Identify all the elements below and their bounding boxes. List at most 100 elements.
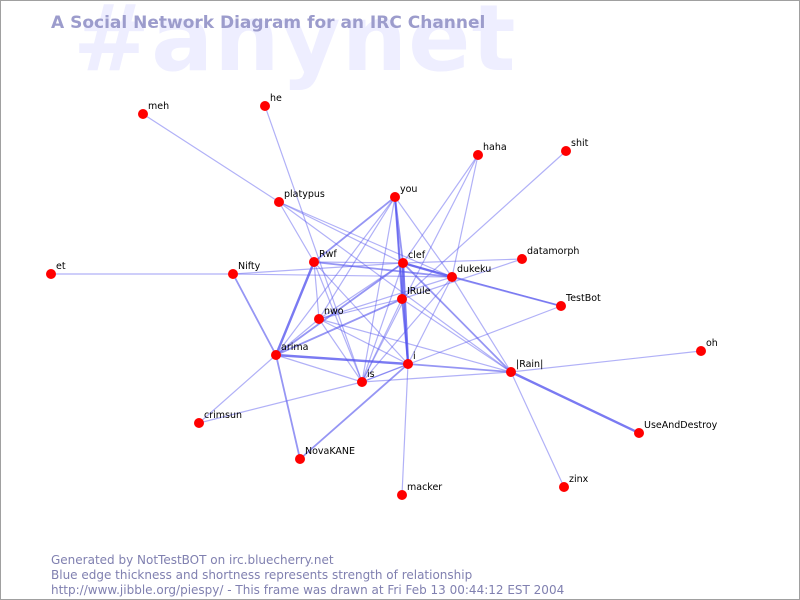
edge-clef-rain	[402, 262, 512, 373]
node-label-rwf: Rwf	[319, 249, 337, 260]
node-dot-shit	[561, 146, 571, 156]
node-dot-irule	[397, 294, 407, 304]
edge-rain-zinx	[510, 371, 565, 488]
edge-arima-is	[275, 354, 363, 383]
node-label-useanddestroy: UseAndDestroy	[644, 420, 718, 431]
node-label-nwo: nwo	[324, 306, 344, 317]
edge-layer	[50, 105, 702, 496]
edge-nifty-dukeku	[232, 273, 453, 278]
node-nwo: nwo	[314, 306, 344, 324]
node-label-crimsun: crimsun	[204, 410, 242, 421]
node-label-he: he	[270, 93, 282, 104]
node-dot-meh	[138, 109, 148, 119]
node-nifty: Nifty	[228, 261, 261, 279]
channel-watermark: #anynet	[73, 0, 517, 92]
edge-irule-rain	[401, 298, 512, 373]
node-irule: IRule	[397, 286, 431, 304]
node-label-rain: |Rain|	[516, 359, 543, 370]
edge-you-arima	[275, 196, 396, 356]
node-dukeku: dukeku	[447, 264, 491, 282]
node-label-datamorph: datamorph	[527, 246, 579, 257]
node-dot-platypus	[274, 197, 284, 207]
node-platypus: platypus	[274, 189, 325, 207]
edge-dukeku-i	[407, 276, 453, 365]
node-label-shit: shit	[571, 138, 589, 149]
node-useanddestroy: UseAndDestroy	[634, 420, 718, 438]
node-is: is	[357, 369, 375, 387]
node-you: you	[390, 184, 417, 202]
node-label-arima: arima	[281, 342, 308, 353]
edge-you-dukeku	[394, 196, 453, 278]
node-dot-nwo	[314, 314, 324, 324]
edge-rwf-nwo	[313, 261, 320, 320]
edge-platypus-dukeku	[278, 201, 453, 278]
node-dot-is	[357, 377, 367, 387]
edge-haha-clef	[402, 154, 479, 264]
edge-meh-platypus	[142, 113, 280, 203]
node-oh: oh	[696, 338, 718, 356]
node-dot-haha	[473, 150, 483, 160]
node-label-zinx: zinx	[569, 474, 589, 485]
node-dot-rain	[506, 367, 516, 377]
node-arima: arima	[271, 342, 308, 360]
edge-rain-oh	[510, 350, 702, 373]
edge-nwo-arima	[275, 318, 320, 356]
edge-clef-nwo	[318, 262, 404, 320]
node-rwf: Rwf	[309, 249, 337, 267]
node-dot-you	[390, 192, 400, 202]
node-label-you: you	[400, 184, 417, 195]
edge-rwf-clef	[313, 261, 404, 264]
node-dot-clef	[398, 258, 408, 268]
edge-arima-i	[274, 353, 410, 366]
edge-i-is	[361, 363, 409, 383]
node-label-dukeku: dukeku	[457, 264, 491, 275]
edge-nwo-rain	[318, 318, 512, 373]
node-dot-et	[46, 269, 56, 279]
edge-nwo-is	[318, 318, 363, 383]
edge-platypus-clef	[278, 201, 404, 264]
node-label-meh: meh	[148, 101, 169, 112]
edge-you-is	[361, 196, 396, 383]
edge-he-is	[264, 105, 363, 383]
edge-rwf-dukeku	[313, 261, 453, 278]
node-label-oh: oh	[706, 338, 718, 349]
edge-dukeku-nwo	[318, 276, 453, 320]
edge-i-rain	[407, 363, 512, 373]
node-he: he	[260, 93, 282, 111]
edge-irule-i	[401, 298, 409, 365]
edge-dukeku-is	[361, 276, 453, 383]
node-label-clef: clef	[408, 250, 426, 261]
edge-platypus-rain	[278, 201, 512, 373]
node-label-nifty: Nifty	[238, 261, 261, 272]
edge-shit-irule	[401, 150, 567, 300]
edge-you-rwf	[313, 196, 396, 263]
node-dot-dukeku	[447, 272, 457, 282]
edge-rain-useanddestroy	[509, 370, 641, 435]
edge-irule-nwo	[318, 298, 403, 320]
edge-clef-arima	[275, 262, 404, 356]
edge-irule-arima	[275, 298, 403, 356]
node-label-novakane: NovaKANE	[305, 446, 355, 457]
edge-testbot-is	[361, 305, 562, 383]
footer-legend: Blue edge thickness and shortness repres…	[51, 568, 473, 582]
node-label-macker: macker	[407, 482, 442, 493]
node-rain: |Rain|	[506, 359, 543, 377]
node-label-testbot: TestBot	[565, 293, 601, 304]
diagram-title: A Social Network Diagram for an IRC Chan…	[51, 13, 486, 33]
edge-irule-is	[361, 298, 403, 383]
edge-nifty-arima	[232, 273, 277, 356]
node-dot-useanddestroy	[634, 428, 644, 438]
node-macker: macker	[397, 482, 442, 500]
node-dot-oh	[696, 346, 706, 356]
footer-frame-info: http://www.jibble.org/piespy/ - This fra…	[51, 583, 565, 597]
node-meh: meh	[138, 101, 169, 119]
node-testbot: TestBot	[556, 293, 601, 311]
edge-nwo-i	[318, 318, 409, 365]
node-label-haha: haha	[483, 142, 507, 153]
node-label-i: i	[413, 351, 416, 362]
node-shit: shit	[561, 138, 589, 156]
node-novakane: NovaKANE	[295, 446, 355, 464]
node-clef: clef	[398, 250, 426, 268]
